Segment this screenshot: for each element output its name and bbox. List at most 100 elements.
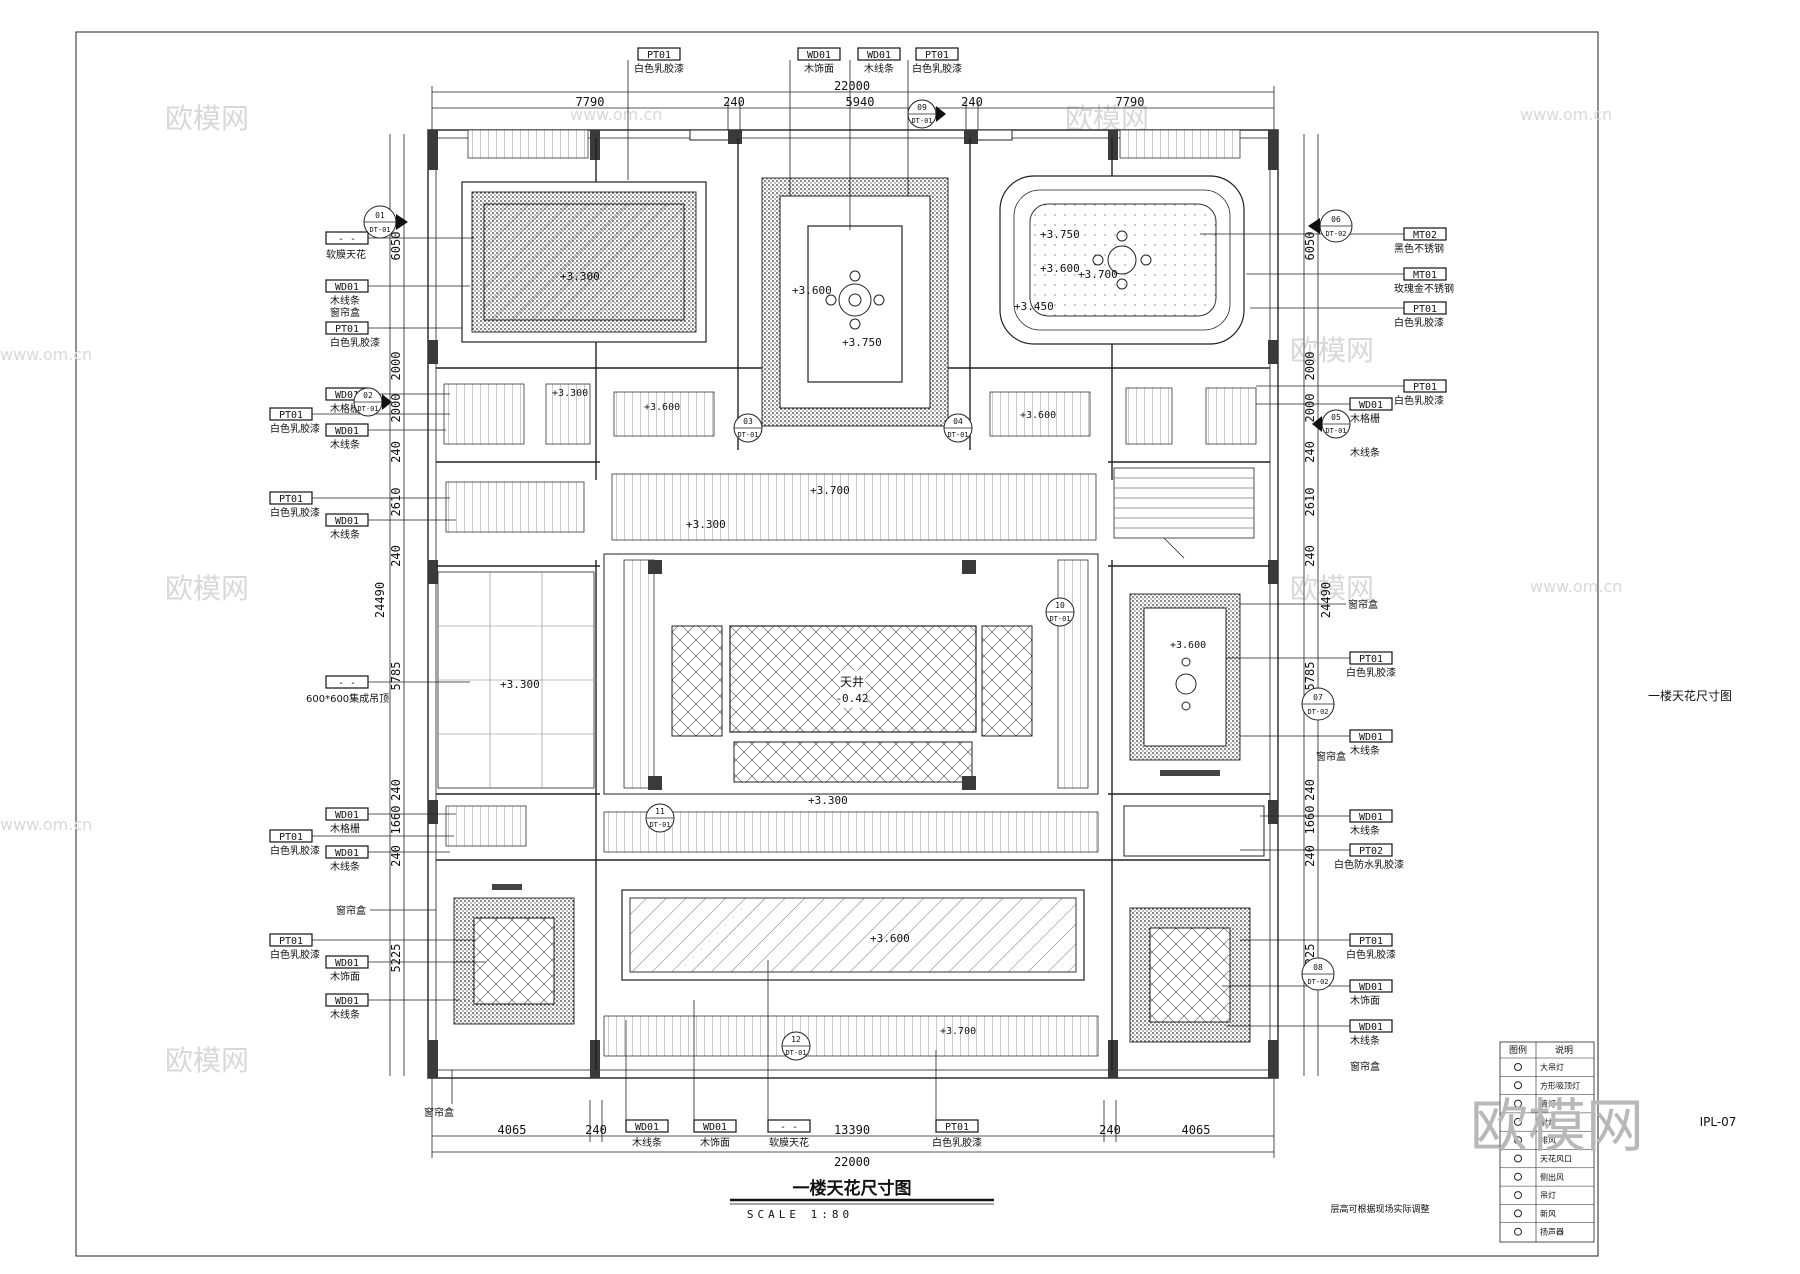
section-marker: 12 DT-01 bbox=[781, 1031, 811, 1061]
top-dimensions: 22000 7790 240 5940 240 7790 bbox=[431, 79, 1275, 132]
tag-code: WD01 bbox=[635, 1122, 659, 1133]
svg-text:DT-02: DT-02 bbox=[1325, 230, 1346, 238]
tag-label: 木线条 bbox=[330, 294, 360, 307]
room-left-grid: +3.300 bbox=[437, 571, 595, 789]
dim-total-bottom: 22000 bbox=[834, 1155, 870, 1169]
watermark-text: 欧模网 bbox=[165, 1044, 249, 1077]
tag-code: WD01 bbox=[807, 50, 831, 61]
legend-row-label: 侧出风 bbox=[1540, 1172, 1564, 1182]
tag-code: PT01 bbox=[1413, 382, 1437, 393]
tag-label: 木饰面 bbox=[700, 1136, 730, 1149]
tag-code: WD01 bbox=[1359, 982, 1383, 993]
room-top-right: +3.750 +3.600 +3.700 +3.450 bbox=[999, 175, 1245, 345]
dim-left-7: 5785 bbox=[389, 662, 403, 691]
room-top-left: +3.300 bbox=[461, 181, 707, 343]
tag-code: - - bbox=[780, 1122, 798, 1133]
legend-row-label: 射灯 bbox=[1540, 1117, 1556, 1127]
right-tags: MT02 黑色不锈钢 MT01 玫瑰金不锈钢 PT01 白色乳胶漆 PT01 白… bbox=[1200, 227, 1454, 1073]
room-bottom-center: +3.600 +3.700 bbox=[603, 889, 1099, 1057]
dim-bottom-1: 4065 bbox=[498, 1123, 527, 1137]
svg-text:09: 09 bbox=[917, 103, 927, 112]
legend-row-label: 天花风口 bbox=[1540, 1154, 1572, 1164]
dim-bottom-2: 240 bbox=[585, 1123, 607, 1137]
dim-bottom-5: 4065 bbox=[1182, 1123, 1211, 1137]
tag-label: 黑色不锈钢 bbox=[1394, 242, 1444, 255]
section-marker: 03 DT-01 bbox=[733, 413, 763, 443]
tag-code: PT01 bbox=[279, 832, 303, 843]
tag-code: - - bbox=[338, 678, 356, 689]
section-marker: 02 DT-01 bbox=[353, 387, 392, 417]
level-label: +3.700 bbox=[1078, 268, 1118, 281]
tag-code: PT01 bbox=[335, 324, 359, 335]
level-label: +3.600 bbox=[1170, 640, 1206, 651]
legend-symbol-icon bbox=[1514, 1191, 1522, 1200]
level-label: +3.700 bbox=[940, 1026, 976, 1037]
tag-code: PT01 bbox=[1359, 654, 1383, 665]
tag-code: WD01 bbox=[1359, 812, 1383, 823]
section-marker: 09 DT-01 bbox=[907, 99, 946, 129]
tag-label: 白色乳胶漆 bbox=[330, 336, 380, 349]
level-label: +3.300 bbox=[686, 518, 726, 531]
svg-text:DT-01: DT-01 bbox=[357, 405, 378, 413]
legend-row-label: 排风 bbox=[1540, 1135, 1556, 1145]
tag-code: WD01 bbox=[335, 958, 359, 969]
tag-code: MT01 bbox=[1413, 270, 1437, 281]
tag-label: 白色乳胶漆 bbox=[634, 62, 684, 75]
tag-code: WD01 bbox=[335, 848, 359, 859]
bottom-tags: 窗帘盒 WD01 木线条 WD01 木饰面 - - 软膜天花 PT01 白色乳胶… bbox=[424, 960, 982, 1149]
tag-code: WD01 bbox=[335, 426, 359, 437]
drawing-scale: SCALE 1:80 bbox=[747, 1208, 853, 1221]
dim-left-11: 5225 bbox=[389, 944, 403, 973]
tag-label: 木线条 bbox=[330, 1008, 360, 1021]
dim-top-3: 5940 bbox=[846, 95, 875, 109]
level-label: +3.450 bbox=[1014, 300, 1054, 313]
legend-row-label: 吊灯 bbox=[1540, 1190, 1556, 1200]
watermark-url: www.om.cn bbox=[0, 345, 92, 364]
tag-label: 窗帘盒 bbox=[336, 904, 366, 917]
room-bottom-right bbox=[1129, 907, 1251, 1043]
legend-row-label: 新风 bbox=[1540, 1208, 1556, 1218]
tag-label: 木饰面 bbox=[804, 62, 834, 75]
tag-label: 白色乳胶漆 bbox=[932, 1136, 982, 1149]
legend-row-label: 筒灯 bbox=[1540, 1099, 1556, 1109]
tag-label: 木线条 bbox=[632, 1136, 662, 1149]
tag-label: 软膜天花 bbox=[326, 248, 366, 261]
watermark-url: www.om.cn bbox=[0, 815, 92, 834]
tag-label: 木线条 bbox=[1350, 744, 1380, 757]
bottom-dimensions: 4065 240 13390 240 4065 22000 bbox=[431, 1070, 1275, 1169]
watermark-url: www.om.cn bbox=[1520, 105, 1612, 124]
level-label: +3.300 bbox=[560, 270, 600, 283]
tag-label: 白色乳胶漆 bbox=[1394, 316, 1444, 329]
dim-top-4: 240 bbox=[961, 95, 983, 109]
courtyard: 天井 -0.42 bbox=[603, 553, 1099, 795]
watermark-text: 欧模网 bbox=[165, 102, 249, 135]
legend-symbol-icon bbox=[1514, 1136, 1522, 1145]
left-dimensions: 24490 6050 2000 2000 240 2610 240 5785 2… bbox=[373, 134, 405, 1076]
legend-symbol-icon bbox=[1514, 1117, 1522, 1126]
section-markers: 01 DT-01 02 DT-01 03 DT-01 04 DT-01 06 D… bbox=[353, 99, 1353, 1061]
room-bottom-left bbox=[453, 884, 575, 1025]
dim-left-9: 1660 bbox=[389, 806, 403, 835]
tag-code: PT01 bbox=[279, 936, 303, 947]
tag-label: 木格栅 bbox=[330, 822, 360, 835]
dim-right-4: 240 bbox=[1303, 441, 1317, 463]
tag-label: 木线条 bbox=[1350, 446, 1380, 459]
tag-label: 木线条 bbox=[1350, 824, 1380, 837]
courtyard-label: 天井 bbox=[840, 675, 864, 689]
svg-text:DT-01: DT-01 bbox=[785, 1049, 806, 1057]
svg-text:02: 02 bbox=[363, 391, 373, 400]
legend-symbol-icon bbox=[1514, 1209, 1522, 1218]
section-marker: 05 DT-01 bbox=[1312, 409, 1351, 439]
svg-text:04: 04 bbox=[953, 417, 963, 426]
legend-header: 说明 bbox=[1555, 1044, 1573, 1056]
dim-left-1: 6050 bbox=[389, 232, 403, 261]
level-label: +3.750 bbox=[1040, 228, 1080, 241]
section-marker: 10 DT-01 bbox=[1045, 597, 1075, 627]
svg-text:06: 06 bbox=[1331, 215, 1341, 224]
legend-symbol-icon bbox=[1514, 1172, 1522, 1181]
tag-label: 木线条 bbox=[330, 528, 360, 541]
tag-code: PT01 bbox=[647, 50, 671, 61]
svg-text:08: 08 bbox=[1313, 963, 1323, 972]
tag-label: 白色乳胶漆 bbox=[270, 506, 320, 519]
level-label: +3.600 bbox=[644, 402, 680, 413]
